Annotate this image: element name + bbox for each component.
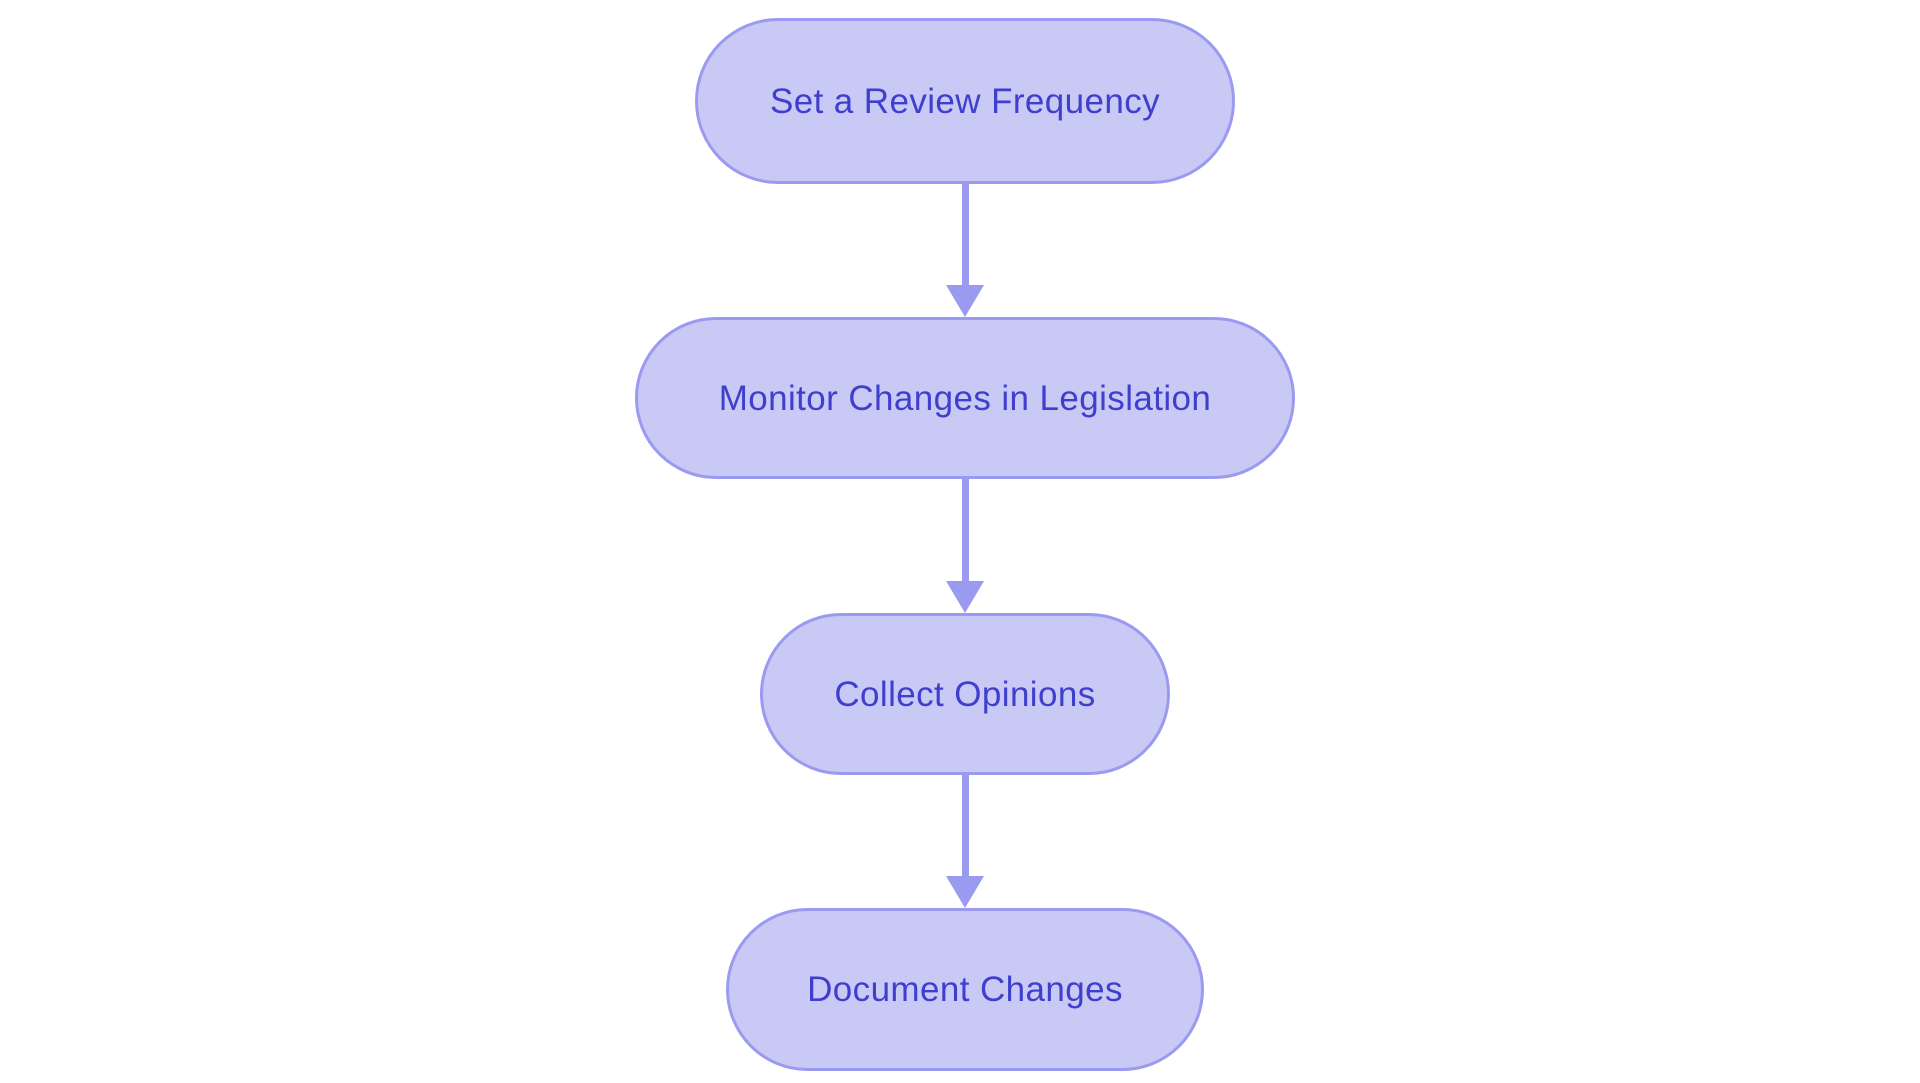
flow-node-label: Document Changes	[807, 970, 1123, 1009]
flow-node-collect-opinions: Collect Opinions	[760, 613, 1170, 775]
flow-node-label: Monitor Changes in Legislation	[718, 378, 1212, 418]
flow-node-set-review-frequency: Set a Review Frequency	[695, 18, 1235, 184]
flow-node-label: Collect Opinions	[834, 674, 1096, 714]
arrow-line	[961, 184, 969, 285]
flow-arrow-n3-n4	[946, 775, 984, 908]
flow-node-label: Set a Review Frequency	[769, 81, 1161, 121]
arrow-head-icon	[946, 285, 984, 317]
flow-node-document-changes: Document Changes	[726, 908, 1204, 1071]
arrow-line	[961, 775, 969, 876]
flow-arrow-n2-n3	[946, 479, 984, 613]
arrow-head-icon	[946, 876, 984, 908]
flow-node-monitor-changes: Monitor Changes in Legislation	[635, 317, 1295, 479]
arrow-line	[961, 479, 969, 581]
arrow-head-icon	[946, 581, 984, 613]
flow-arrow-n1-n2	[946, 184, 984, 317]
